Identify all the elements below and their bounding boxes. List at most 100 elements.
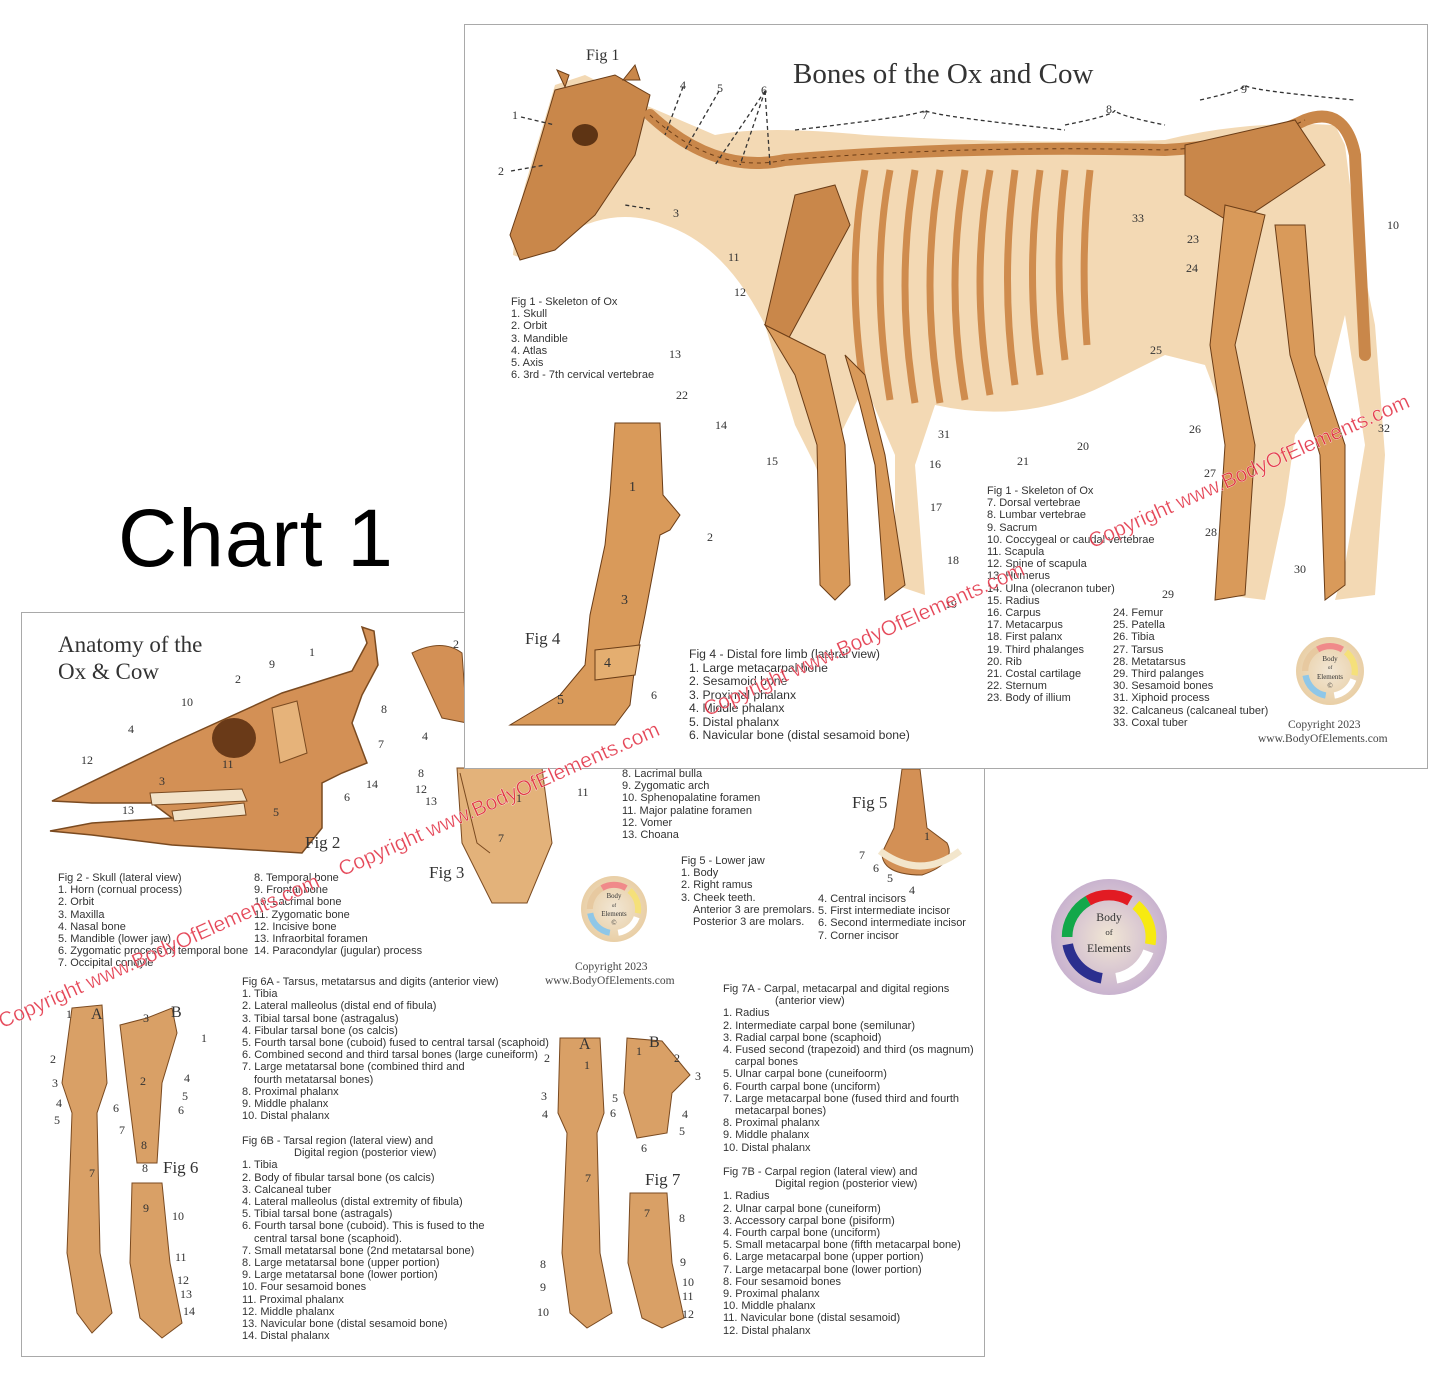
fig2-legend-col1: Fig 2 - Skull (lateral view)1. Horn (cor… bbox=[58, 872, 248, 970]
callout-number: B bbox=[649, 1034, 660, 1051]
logo-segment bbox=[1333, 678, 1357, 699]
callout-number: 10 bbox=[1387, 218, 1399, 232]
callout-number: B bbox=[171, 1004, 182, 1021]
logo-segment bbox=[1302, 646, 1320, 671]
legend-item: 12. Distal phalanx bbox=[723, 1324, 811, 1337]
legend-item: 5. Fourth tarsal bone (cuboid) fused to … bbox=[242, 1037, 549, 1050]
lower-jaw-illustration bbox=[877, 768, 963, 876]
legend-item: 1. Tibia bbox=[242, 1159, 278, 1172]
fig7b-legend: Fig 7B - Carpal region (lateral view) an… bbox=[723, 1166, 961, 1337]
legend-item: 20. Rib bbox=[987, 655, 1022, 668]
logo-text-line: of bbox=[1327, 664, 1333, 671]
callout-number: 6 bbox=[641, 1141, 647, 1155]
legend-item: 8. Lumbar vertebrae bbox=[987, 509, 1087, 522]
logo-text-line: Elements bbox=[1087, 940, 1131, 955]
callout-number: 12 bbox=[734, 285, 746, 299]
legend-item: 5. First intermediate incisor bbox=[818, 905, 951, 918]
legend-item: 6. 3rd - 7th cervical vertebrae bbox=[511, 369, 655, 382]
legend-item: 4. Fused second (trapezoid) and third (o… bbox=[723, 1044, 974, 1057]
callout-number: 32 bbox=[1378, 421, 1390, 435]
callout-number: 1 bbox=[512, 108, 518, 122]
callout-number: 14 bbox=[715, 418, 727, 432]
legend-item: 9. Sacrum bbox=[987, 521, 1038, 534]
callout-number: A bbox=[579, 1036, 591, 1053]
legend-item: 14. Ulna (olecranon tuber) bbox=[987, 582, 1115, 595]
callout-number: 33 bbox=[1132, 211, 1144, 225]
copyright-symbol: © bbox=[611, 919, 617, 927]
callout-number: 2 bbox=[498, 164, 504, 178]
callout-number: 8 bbox=[141, 1138, 147, 1152]
fig1-label: Fig 1 bbox=[586, 47, 620, 64]
legend-item: 11. Major palatine foramen bbox=[622, 804, 753, 817]
callout-number: 8 bbox=[418, 766, 424, 780]
legend-item: 27. Tarsus bbox=[1113, 643, 1164, 656]
legend-item: 3. Accessory carpal bone (pisiform) bbox=[723, 1214, 895, 1227]
callout-number: 20 bbox=[1077, 439, 1089, 453]
callout-number: 27 bbox=[1204, 466, 1216, 480]
callout-number: 6 bbox=[178, 1103, 184, 1117]
callout-number: 5 bbox=[612, 1091, 618, 1105]
callout-number: 7 bbox=[119, 1123, 125, 1137]
logo-segment bbox=[600, 881, 628, 891]
callout-number: 3 bbox=[541, 1089, 547, 1103]
legend-item: 2. Right ramus bbox=[681, 879, 753, 892]
logo-segment bbox=[1062, 943, 1103, 984]
legend-item: 4. Fourth carpal bone (unciform) bbox=[723, 1227, 881, 1240]
callout-number: 6 bbox=[344, 790, 350, 804]
legend-item: 7. Occipital condyle bbox=[58, 957, 154, 970]
legend-item: 5. Small metacarpal bone (fifth metacarp… bbox=[723, 1239, 961, 1252]
fig6-label: Fig 6 bbox=[163, 1158, 199, 1177]
copyright-url: www.BodyOfElements.com bbox=[545, 975, 675, 987]
callout-number: 7 bbox=[859, 848, 865, 862]
legend-item: 6. Second intermediate incisor bbox=[818, 917, 966, 930]
legend-item: 13. Navicular bone (distal sesamoid bone… bbox=[242, 1318, 448, 1331]
legend-item: 26. Tibia bbox=[1113, 631, 1155, 644]
legend-item: 3. Maxilla bbox=[58, 908, 105, 921]
legend-item: 9. Zygomatic arch bbox=[622, 780, 710, 793]
legend-item: 6. Fourth carpal bone (unciform) bbox=[723, 1080, 881, 1093]
legend-item: Posterior 3 are molars. bbox=[693, 916, 805, 929]
callout-number: 19 bbox=[945, 597, 957, 611]
legend-item: 28. Metatarsus bbox=[1113, 655, 1186, 668]
legend-item: Anterior 3 are premolars. bbox=[693, 903, 815, 916]
callout-number: 3 bbox=[695, 1069, 701, 1083]
legend-item: 21. Costal cartilage bbox=[987, 668, 1082, 681]
callout-number: 1 bbox=[584, 1058, 590, 1072]
legend-item: 6. Zygomatic process of temporal bone bbox=[58, 945, 249, 958]
legend-item: 4. Lateral malleolus (distal extremity o… bbox=[242, 1196, 463, 1209]
legend-item: 11. Scapula bbox=[987, 546, 1045, 559]
callout-number: 13 bbox=[180, 1287, 192, 1301]
callout-number: 3 bbox=[52, 1076, 58, 1090]
callout-number: 5 bbox=[182, 1089, 188, 1103]
legend-item: 14. Distal phalanx bbox=[242, 1330, 330, 1343]
callout-number: 31 bbox=[938, 427, 950, 441]
copyright-year: Copyright 2023 bbox=[1288, 719, 1361, 731]
legend-item: 7. Corner incisor bbox=[818, 929, 899, 942]
callout-number: 23 bbox=[1187, 232, 1199, 246]
callout-number: 7 bbox=[378, 737, 384, 751]
legend-item: 1. Radius bbox=[723, 1007, 770, 1020]
callout-number: 28 bbox=[1205, 525, 1217, 539]
legend-heading: Fig 7A - Carpal, metacarpal and digital … bbox=[723, 983, 950, 995]
legend-item: fourth metatarsal bones) bbox=[254, 1073, 374, 1086]
callout-number: 12 bbox=[682, 1307, 694, 1321]
copyright-url: www.BodyOfElements.com bbox=[1258, 733, 1388, 745]
legend-item: 2. Body of fibular tarsal bone (os calci… bbox=[242, 1171, 435, 1184]
callout-number: 1 bbox=[629, 480, 636, 495]
logo-segment bbox=[1316, 643, 1344, 653]
legend-item: 5. Axis bbox=[511, 357, 544, 370]
legend-item: 5. Ulnar carpal bone (cuneifoorm) bbox=[723, 1068, 887, 1081]
legend-item: 9. Middle phalanx bbox=[723, 1129, 810, 1142]
poster-title-line1: Anatomy of the bbox=[58, 632, 203, 657]
legend-item: 23. Body of illium bbox=[987, 692, 1071, 705]
callout-number: 4 bbox=[604, 656, 611, 671]
legend-item: 1. Tibia bbox=[242, 988, 278, 1001]
callout-number: 11 bbox=[577, 785, 589, 799]
